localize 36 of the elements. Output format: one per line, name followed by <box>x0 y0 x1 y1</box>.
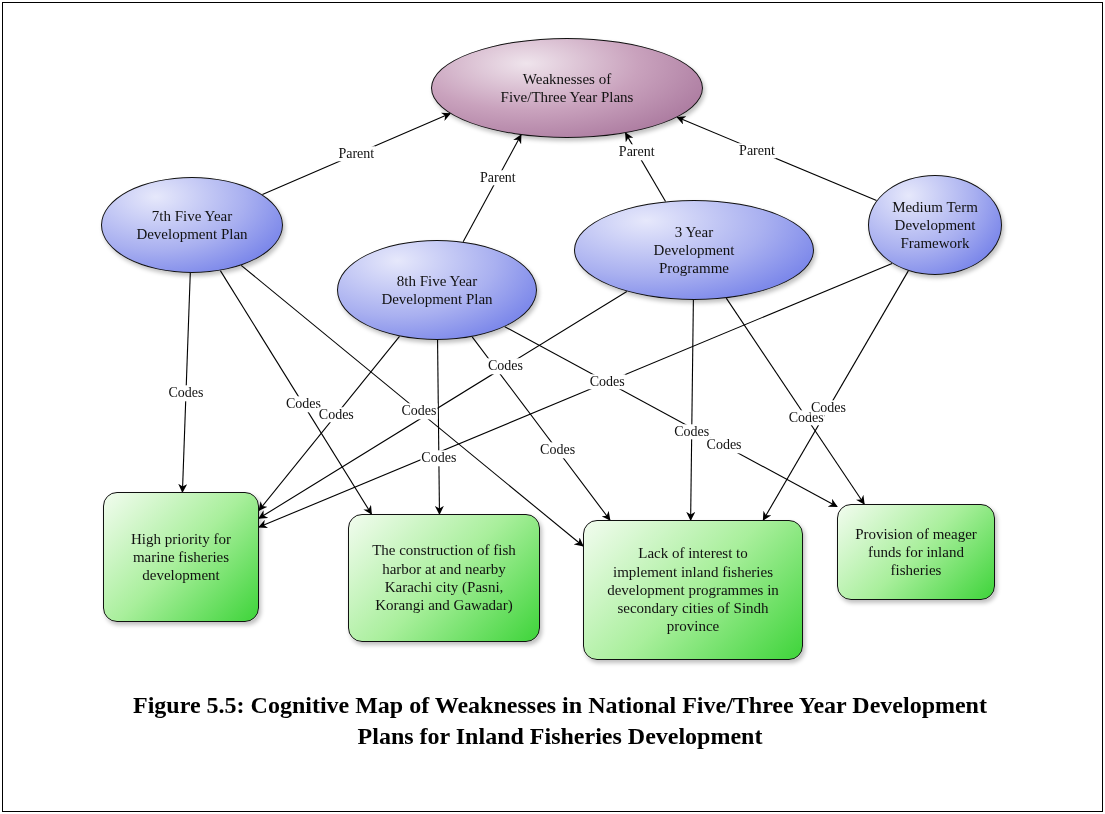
edge-label: Parent <box>738 142 776 159</box>
weakness-box <box>348 514 540 642</box>
arrow <box>258 290 628 519</box>
plan-ellipse <box>868 175 1002 275</box>
figure-caption: Figure 5.5: Cognitive Map of Weaknesses in National Five/Three Year Development Plans for Inland Fisheries Development <box>132 691 988 752</box>
arrow <box>219 270 372 515</box>
arrow <box>178 272 191 493</box>
weakness-box <box>583 520 803 660</box>
arrow <box>258 262 893 529</box>
node-text: High priority for marine fisheries development <box>130 529 232 585</box>
edge-label: Codes <box>673 424 711 440</box>
arrow <box>762 270 909 521</box>
edge-label: Parent <box>337 146 376 162</box>
weakness-box <box>837 504 995 600</box>
edge-label: Codes <box>588 374 626 390</box>
edge-label: Codes <box>167 385 205 402</box>
edge-label: Codes <box>420 450 458 466</box>
node-text: The construction of fish harbor at and nearby Karachi city (Pasni, Korangi and Gawadar) <box>371 541 517 615</box>
arrow <box>258 335 401 511</box>
node-text: 8th Five Year Development Plan <box>380 271 494 309</box>
weakness-box <box>103 492 259 622</box>
node-text: Lack of interest to implement inland fisheries development programmes in secondary cities of Sindh province <box>606 544 780 636</box>
node-text: Provision of meager funds for inland fisheries <box>854 524 978 580</box>
node-text: Medium Term Development Framework <box>891 197 979 253</box>
edge-label: Parent <box>479 170 517 186</box>
edge-label: Codes <box>539 442 577 459</box>
arrow <box>240 264 584 547</box>
edge-label: Codes <box>486 358 524 374</box>
edge-label: Codes <box>705 437 743 454</box>
arrow <box>434 339 444 515</box>
node-text: 7th Five Year Development Plan <box>135 206 249 244</box>
node-text: Weaknesses of Five/Three Year Plans <box>499 69 635 107</box>
node-text: 3 Year Development Programme <box>652 222 736 278</box>
arrow <box>686 299 696 521</box>
edge-label: Codes <box>400 403 438 419</box>
edge-label: Parent <box>617 144 656 160</box>
